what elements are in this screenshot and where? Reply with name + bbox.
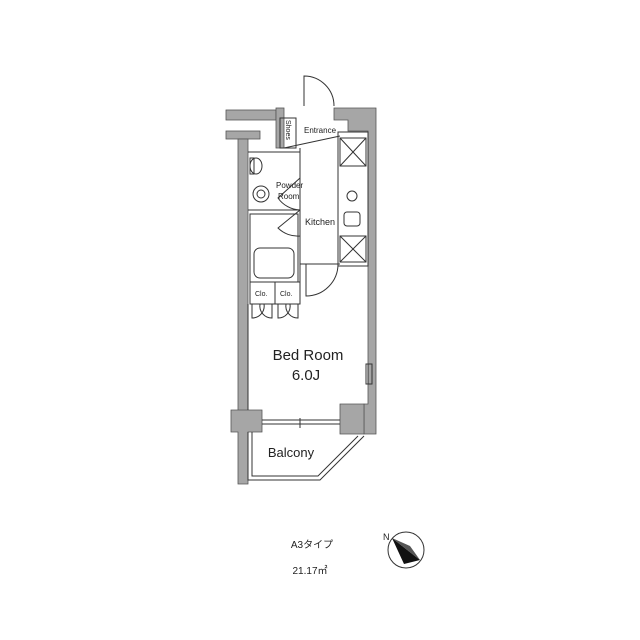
wall-right-exterior (333, 107, 377, 435)
kitchen-door (305, 263, 339, 297)
label-closet-1: Clo. (255, 291, 268, 298)
label-powder-room-1: Powder (276, 181, 303, 190)
wall-bottom-left (230, 409, 263, 485)
label-entrance: Entrance (304, 126, 337, 135)
sink (343, 211, 361, 227)
doors (251, 75, 339, 319)
washer-space (339, 235, 367, 263)
label-bedroom: Bed Room (273, 347, 344, 364)
kitchen-counter (337, 131, 369, 267)
label-closet-2: Clo. (280, 291, 293, 298)
walls (225, 107, 377, 485)
wall-left-exterior (237, 138, 249, 412)
label-bedroom-size: 6.0J (292, 367, 320, 384)
closet-door-1 (251, 303, 265, 319)
bath-door (277, 209, 301, 237)
label-balcony: Balcony (268, 445, 315, 460)
north-arrow-icon: N (383, 531, 425, 569)
entrance-step-line (283, 135, 341, 149)
powder-room-door (277, 177, 301, 211)
wall-bottom-right (339, 403, 365, 435)
label-kitchen: Kitchen (305, 217, 335, 227)
interior-lines (247, 117, 373, 481)
label-powder-room-2: Room (278, 192, 300, 201)
toilet (249, 157, 263, 175)
label-shoes: Shoes (284, 120, 291, 140)
stove-burner (346, 190, 358, 202)
unit-area: 21.17㎡ (292, 565, 327, 577)
washbasin (252, 185, 270, 203)
closet-door-2 (277, 303, 291, 319)
unit-type: A3タイプ (291, 539, 333, 551)
shoe-cabinet (279, 117, 297, 149)
fridge-space (339, 137, 367, 167)
wall-top-corridor (225, 109, 277, 121)
entrance-door (303, 75, 335, 107)
wall-top-corridor-lower (225, 130, 261, 140)
bathtub (253, 247, 295, 279)
north-label: N (383, 532, 390, 542)
